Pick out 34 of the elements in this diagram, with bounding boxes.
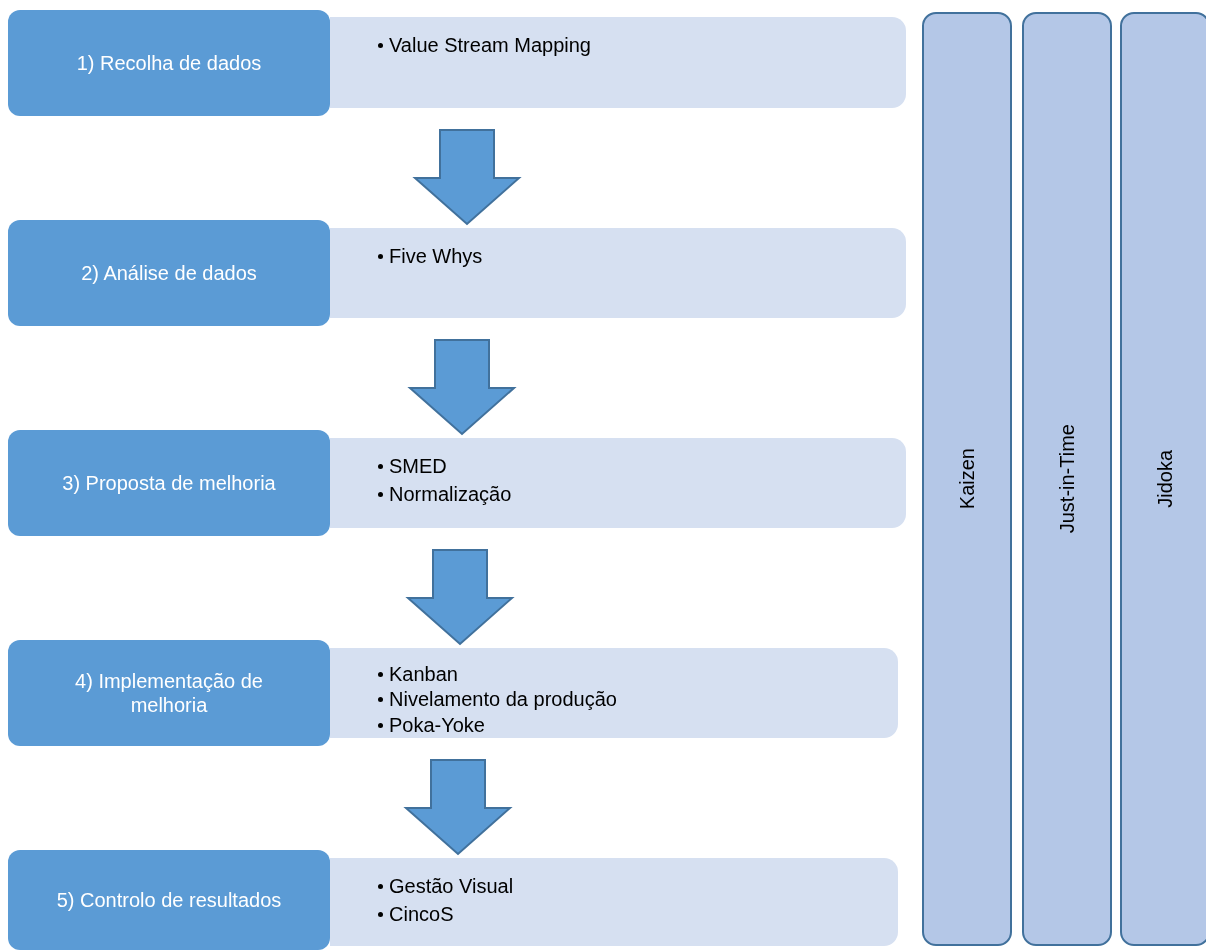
step-label: 3) Proposta de melhoria [62, 471, 276, 495]
step-box [8, 220, 330, 326]
pillar-label: Just-in-Time [1055, 424, 1079, 534]
tools-panel [330, 438, 906, 528]
tool-item: Kanban [389, 663, 458, 687]
tool-item: Normalização [389, 482, 512, 506]
tools-panel [330, 17, 906, 108]
tool-item: Five Whys [389, 244, 483, 268]
step-label: 4) Implementação de melhoria [74, 669, 264, 717]
pillar-bar [1120, 12, 1206, 946]
pillar-label: Jidoka [1153, 450, 1177, 508]
tools-panel [330, 648, 898, 738]
step-box [8, 640, 330, 746]
step-box [8, 430, 330, 536]
down-arrow [403, 759, 513, 856]
down-arrow [405, 549, 515, 646]
tool-item: Poka-Yoke [389, 713, 485, 737]
step-box [8, 850, 330, 950]
down-arrow [412, 129, 522, 226]
step-label: 1) Recolha de dados [76, 51, 262, 75]
tool-item: CincoS [389, 902, 454, 926]
pillar-bar [1022, 12, 1112, 946]
tool-item: Value Stream Mapping [389, 33, 591, 57]
pillar-bar [922, 12, 1012, 946]
tool-item: SMED [389, 454, 447, 478]
down-arrow [407, 339, 517, 436]
step-label: 2) Análise de dados [81, 261, 257, 285]
step-label: 5) Controlo de resultados [56, 888, 282, 912]
step-box [8, 10, 330, 116]
tools-panel [330, 858, 898, 946]
tool-item: Nivelamento da produção [389, 688, 617, 712]
tool-item: Gestão Visual [389, 874, 514, 898]
tools-panel [330, 228, 906, 318]
pillar-label: Kaizen [955, 448, 979, 510]
